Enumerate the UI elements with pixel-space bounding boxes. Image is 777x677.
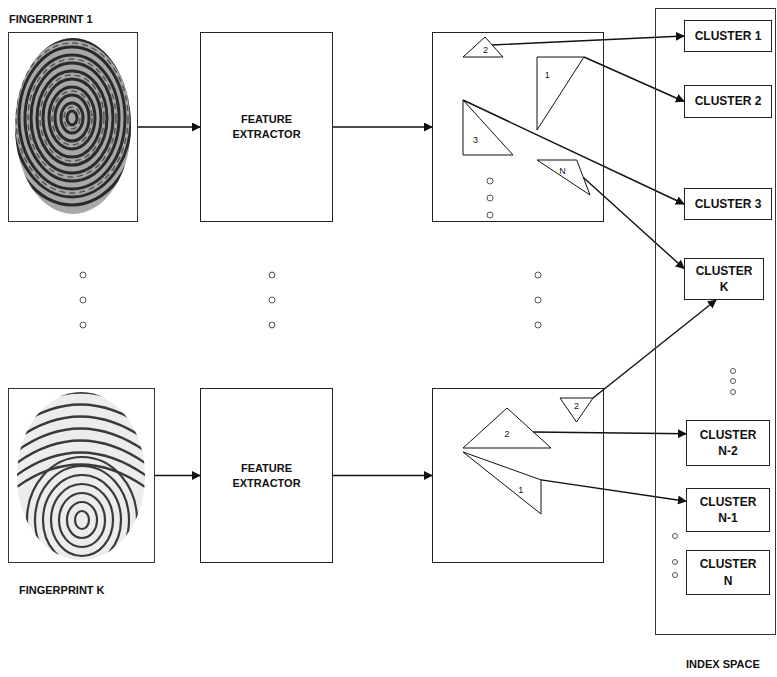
triangle-number: 2 bbox=[504, 430, 509, 439]
cluster-label: CLUSTER 2 bbox=[695, 93, 762, 109]
triangle-outline bbox=[463, 452, 541, 514]
feature-triangle: 1 bbox=[537, 57, 584, 130]
cluster-box: CLUSTER 2 bbox=[684, 85, 772, 118]
triangle-shape bbox=[463, 100, 513, 155]
cluster-box: CLUSTER N bbox=[686, 550, 770, 595]
fingerprint-frame: FINGERPRINT K bbox=[8, 388, 155, 563]
cluster-label: CLUSTER N-1 bbox=[699, 494, 757, 526]
index-space-panel: INDEX SPACECLUSTER 1CLUSTER 2CLUSTER 3CL… bbox=[655, 8, 776, 635]
triangle-shape bbox=[537, 57, 584, 130]
triangle-shape bbox=[463, 37, 503, 57]
cluster-label: CLUSTER K bbox=[695, 263, 753, 295]
heading-label: INDEX SPACE bbox=[686, 658, 760, 670]
triangle-number: N bbox=[559, 167, 566, 176]
triangle-number: 1 bbox=[518, 486, 523, 495]
arrow-connector bbox=[333, 475, 432, 476]
feature-triangle: 1 bbox=[463, 452, 541, 514]
arrow-connector bbox=[541, 480, 686, 501]
feature-triangle: 2 bbox=[463, 37, 503, 57]
process-label: FEATURE EXTRACTOR bbox=[222, 461, 312, 491]
feature-set-box: 2 2 1 bbox=[432, 388, 604, 563]
feature-triangle: 2 bbox=[560, 398, 593, 422]
triangle-outline bbox=[463, 100, 513, 155]
arrow-connector bbox=[138, 126, 200, 127]
cluster-box: CLUSTER N-2 bbox=[686, 420, 770, 466]
fingerprint-frame: FINGERPRINT 1 bbox=[8, 32, 138, 222]
process-label: FEATURE EXTRACTOR bbox=[222, 112, 312, 142]
fingerprint-image bbox=[7, 31, 138, 222]
triangle-shape bbox=[463, 408, 551, 448]
triangle-number: 2 bbox=[574, 402, 579, 411]
cluster-label: CLUSTER 3 bbox=[695, 196, 762, 212]
triangle-shape bbox=[537, 160, 590, 195]
arrow-connector bbox=[533, 432, 686, 434]
triangle-outline bbox=[537, 57, 584, 130]
cluster-box: CLUSTER N-1 bbox=[686, 488, 770, 532]
feature-triangle: 3 bbox=[463, 100, 513, 155]
triangle-number: 1 bbox=[545, 71, 550, 80]
process-box: FEATURE EXTRACTOR bbox=[200, 32, 333, 222]
cluster-label: CLUSTER N bbox=[699, 556, 757, 588]
arrow-connector bbox=[583, 178, 684, 269]
triangle-outline bbox=[463, 408, 551, 448]
arrow-connector bbox=[333, 126, 432, 127]
triangle-outline bbox=[537, 160, 590, 195]
ellipsis-dots bbox=[80, 178, 736, 578]
triangle-number: 2 bbox=[483, 46, 488, 55]
cluster-box: CLUSTER 1 bbox=[684, 20, 772, 52]
arrow-connector bbox=[584, 57, 684, 102]
feature-set-box: 2 1 3N bbox=[432, 32, 604, 222]
cluster-box: CLUSTER 3 bbox=[684, 188, 772, 220]
arrow-connector bbox=[155, 475, 200, 476]
cluster-box: CLUSTER K bbox=[684, 258, 764, 300]
arrow-connector bbox=[463, 100, 684, 204]
heading-label: FINGERPRINT 1 bbox=[9, 13, 93, 25]
triangle-shape bbox=[463, 452, 541, 514]
triangle-shape bbox=[560, 398, 593, 422]
cluster-label: CLUSTER N-2 bbox=[699, 427, 757, 459]
feature-triangle: N bbox=[537, 160, 590, 195]
cluster-label: CLUSTER 1 bbox=[695, 28, 762, 44]
fingerprint-image bbox=[8, 388, 155, 583]
triangle-number: 3 bbox=[473, 135, 478, 144]
heading-label: FINGERPRINT K bbox=[19, 584, 105, 596]
process-box: FEATURE EXTRACTOR bbox=[200, 388, 333, 563]
feature-triangle: 2 bbox=[463, 408, 551, 448]
